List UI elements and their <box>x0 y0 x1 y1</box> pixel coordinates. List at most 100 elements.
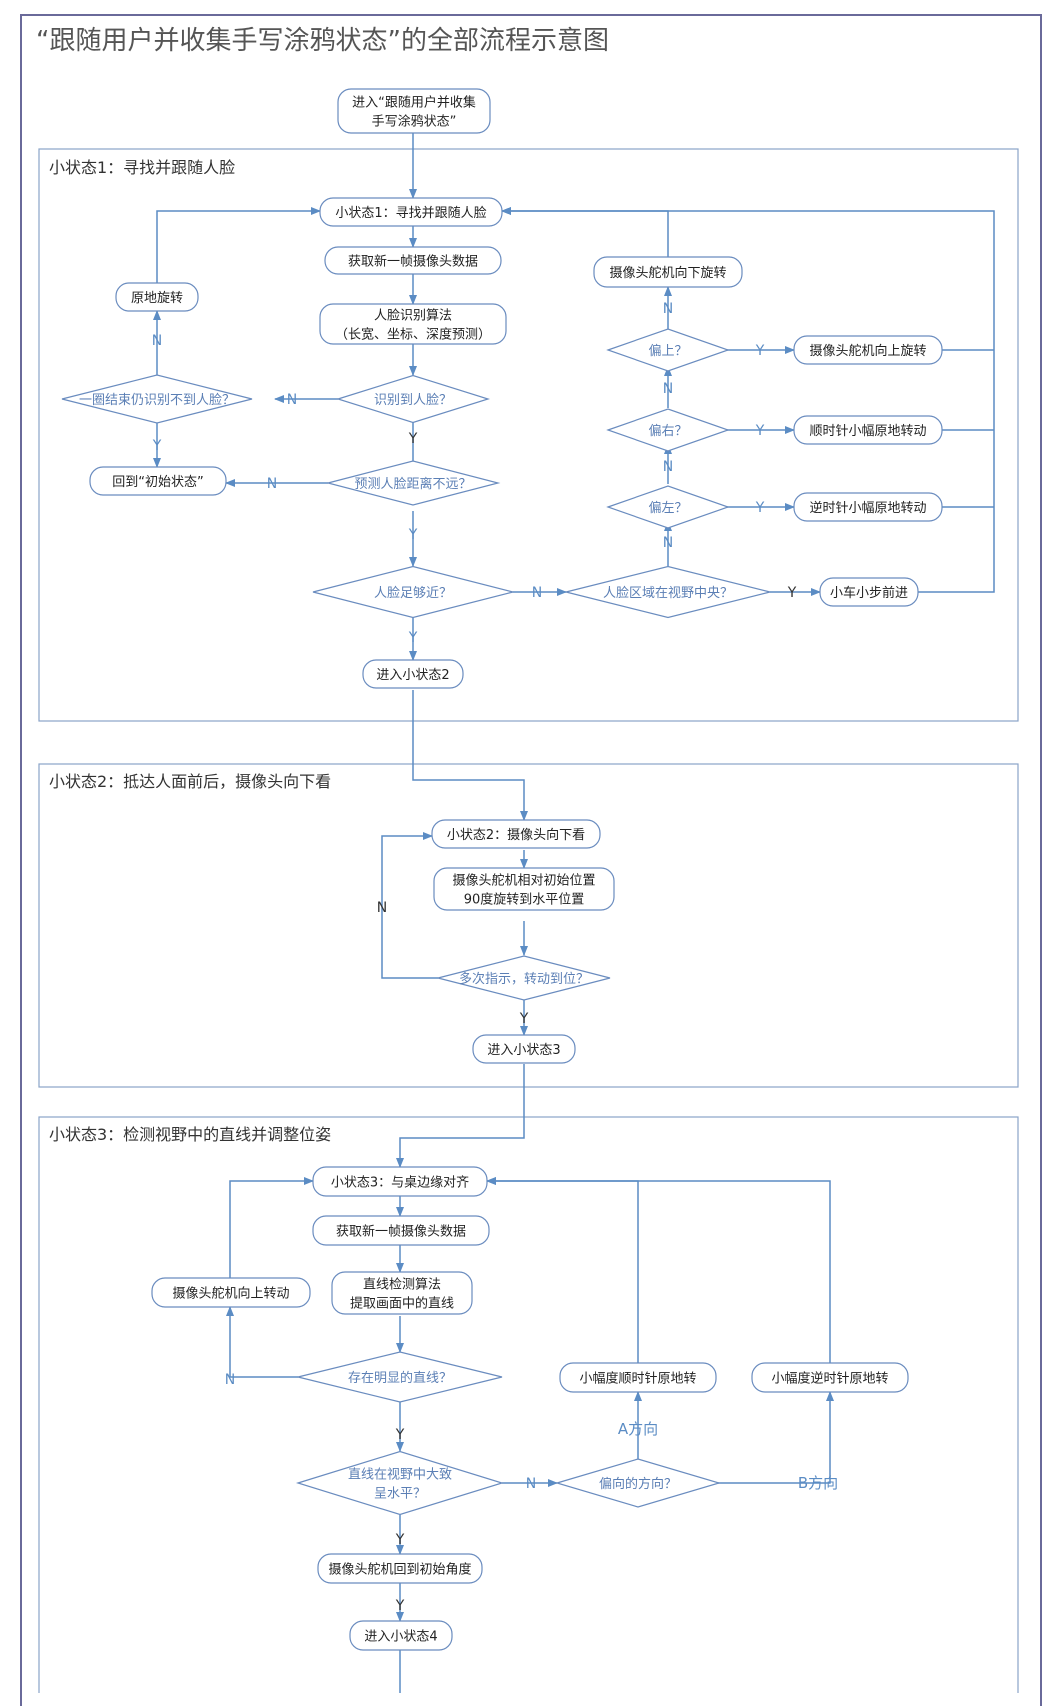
line-exists-diamond <box>297 1351 503 1403</box>
enter-box <box>337 88 491 134</box>
bias-right-diamond-text: 偏右？ <box>648 424 687 439</box>
label-y: Y <box>408 431 418 447</box>
s3-start-box-text: 小状态3：与桌边缘对齐 <box>331 1175 469 1191</box>
cw-place-box-text: 小幅度顺时针原地转 <box>579 1371 696 1387</box>
servo-back-box <box>317 1553 483 1584</box>
s1-start-box <box>319 197 503 227</box>
servo-up-rot-box <box>793 335 943 365</box>
servo-down-rot-box-text: 摄像头舵机向下旋转 <box>609 265 726 281</box>
face-algo-box <box>319 303 507 345</box>
label-y: Y <box>395 1532 405 1548</box>
label-y: Y <box>787 585 797 601</box>
section-2-title: 小状态2：抵达人面前后，摄像头向下看 <box>49 772 331 791</box>
get-frame-3-box-text: 获取新一帧摄像头数据 <box>336 1224 466 1240</box>
get-frame-1-box-text: 获取新一帧摄像头数据 <box>348 254 478 270</box>
label-n: N <box>267 476 277 492</box>
ccw-small-box-text: 逆时针小幅原地转动 <box>809 500 926 516</box>
label-n: N <box>663 535 673 551</box>
enter-box-text: 手写涂鸦状态” <box>372 114 457 130</box>
line-algo-box-text: 提取画面中的直线 <box>350 1296 454 1312</box>
enter-s3-box-text: 进入小状态3 <box>487 1043 560 1058</box>
face-found-diamond <box>335 374 491 424</box>
bias-dir-diamond <box>554 1458 722 1508</box>
line-horiz-diamond-text: 呈水平？ <box>374 1487 426 1502</box>
label-n: N <box>663 459 673 475</box>
label-n: N <box>663 381 673 397</box>
ccw-small-box <box>793 492 943 522</box>
servo-90-box <box>433 867 615 911</box>
s3-start-box <box>312 1166 488 1197</box>
label-y: Y <box>395 1598 405 1614</box>
connectors <box>153 133 995 1693</box>
servo-down-rot-box <box>593 256 743 288</box>
label-n: N <box>377 900 387 916</box>
label-y: Y <box>755 423 765 439</box>
label-y: Y <box>755 343 765 359</box>
face-algo-box-text: 人脸识别算法 <box>374 309 452 324</box>
rotate-place-box-text: 原地旋转 <box>131 291 183 306</box>
process-nodes <box>89 88 943 1651</box>
label-y: Y <box>408 527 418 543</box>
label-y: Y <box>519 1011 529 1027</box>
label-dir-a: A方向 <box>618 1420 658 1438</box>
rotate-place-box <box>115 282 199 312</box>
enter-box-text: 进入“跟随用户并收集 <box>352 95 476 111</box>
diagram-frame <box>20 14 1042 1706</box>
servo-90-box-text: 摄像头舵机相对初始位置 <box>452 874 595 889</box>
label-n: N <box>532 585 542 601</box>
cw-small-box-text: 顺时针小幅原地转动 <box>809 424 926 439</box>
branch-labels: Y N N Y N Y N Y Y N N N N Y Y Y N Y N Y … <box>152 301 838 1614</box>
label-y: Y <box>408 630 418 646</box>
get-frame-1-box <box>324 246 502 275</box>
section-3-title: 小状态3：检测视野中的直线并调整位姿 <box>49 1125 331 1144</box>
diagram-title: “跟随用户并收集手写涂鸦状态”的全部流程示意图 <box>36 26 609 56</box>
label-n: N <box>526 1476 536 1492</box>
enter-s4-box <box>349 1620 453 1651</box>
s2-start-box-text: 小状态2：摄像头向下看 <box>447 827 585 843</box>
line-horiz-diamond <box>295 1450 505 1516</box>
enter-s4-box-text: 进入小状态4 <box>364 1630 437 1645</box>
face-close-diamond <box>312 565 514 619</box>
section-1-title: 小状态1：寻找并跟随人脸 <box>49 158 235 177</box>
ccw-place-box <box>751 1362 909 1393</box>
enter-s3-box <box>472 1034 576 1064</box>
line-exists-diamond-text: 存在明显的直线？ <box>348 1370 452 1386</box>
face-center-diamond <box>565 565 771 619</box>
section-3-box <box>38 1116 1019 1693</box>
predict-near-diamond-text: 预测人脸距离不远？ <box>354 476 471 492</box>
get-frame-3-box <box>312 1215 490 1246</box>
face-center-diamond-text: 人脸区域在视野中央？ <box>603 586 733 601</box>
enter-s2-box-text: 进入小状态2 <box>376 668 449 683</box>
bias-right-diamond <box>606 408 730 452</box>
servo-up-rot-box-text: 摄像头舵机向上旋转 <box>809 343 926 359</box>
label-y: Y <box>152 438 162 454</box>
bias-up-diamond <box>606 328 730 372</box>
cw-place-box <box>559 1362 717 1393</box>
line-horiz-diamond-text: 直线在视野中大致 <box>348 1468 452 1483</box>
servo-up-turn-box <box>151 1277 311 1308</box>
s2-start-box <box>431 819 601 849</box>
back-init-box-text: 回到“初始状态” <box>112 475 203 490</box>
section-2-box <box>38 763 1019 1088</box>
ccw-place-box-text: 小幅度逆时针原地转 <box>771 1371 888 1387</box>
label-dir-b: B方向 <box>798 1474 838 1492</box>
cw-small-box <box>793 415 943 445</box>
servo-back-box-text: 摄像头舵机回到初始角度 <box>328 1562 471 1578</box>
bias-up-diamond-text: 偏上？ <box>648 344 687 359</box>
face-close-diamond-text: 人脸足够近？ <box>374 586 452 601</box>
section-1-box <box>38 148 1019 722</box>
face-found-diamond-text: 识别到人脸？ <box>374 393 452 408</box>
loop-done-diamond <box>61 374 253 424</box>
label-n: N <box>152 333 162 349</box>
label-n: N <box>287 392 297 408</box>
car-forward-box <box>819 577 919 607</box>
enter-s2-box <box>362 659 464 689</box>
servo-90-box-text: 90度旋转到水平位置 <box>464 892 585 908</box>
bias-left-diamond <box>606 485 730 529</box>
car-forward-box-text: 小车小步前进 <box>830 585 908 601</box>
back-init-box <box>89 466 227 496</box>
multi-check-diamond-text: 多次指示，转动到位？ <box>459 971 589 987</box>
predict-near-diamond <box>325 460 501 506</box>
decision-nodes <box>61 328 771 1516</box>
